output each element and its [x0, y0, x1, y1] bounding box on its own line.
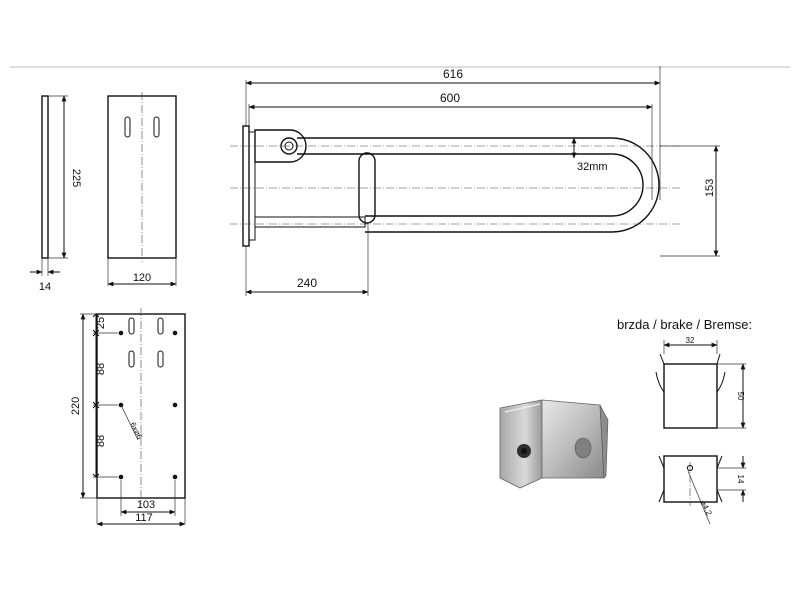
grip-position-label: 240: [297, 276, 317, 290]
mount-top-offset-label: 25: [95, 317, 107, 329]
mount-hole-spacing-lower-label: 88: [95, 435, 107, 447]
front-plate-view: 120: [107, 92, 177, 287]
mount-hole: [172, 474, 178, 480]
side-plate-view: 225 14: [30, 95, 82, 293]
bar-tube-outer: [297, 137, 660, 233]
mount-plate-view: 220 25 88 88 6x⌀6 103 117: [70, 308, 186, 527]
side-plate-thickness-label: 14: [39, 281, 51, 293]
mount-hole: [118, 330, 124, 336]
mount-slot: [157, 317, 164, 335]
brake-caption: brzda / brake / Bremse:: [617, 317, 752, 332]
bar-total-length-label: 616: [443, 67, 463, 81]
mount-hole-width-label: 103: [137, 499, 155, 511]
mount-hole: [172, 402, 178, 408]
brake-top-view: [663, 363, 718, 429]
mount-hole: [118, 474, 124, 480]
mount-slot: [128, 350, 135, 368]
brake-photo: [499, 399, 609, 489]
mount-slot: [157, 350, 164, 368]
front-plate-slot: [124, 116, 131, 138]
mount-hole: [172, 330, 178, 336]
mount-slot: [128, 317, 135, 335]
tube-diameter-label: 32mm: [577, 161, 608, 173]
mount-hole-spec-label: 6x⌀6: [128, 421, 144, 441]
hinge-block: [254, 129, 307, 163]
brake-section: brzda / brake / Bremse: 32 50 14 ⌀4,2: [617, 317, 752, 525]
mount-plate-height-label: 220: [70, 397, 82, 415]
side-plate-height-label: 225: [70, 169, 82, 187]
front-plate-slot: [153, 116, 160, 138]
mount-hole-spacing-upper-label: 88: [95, 363, 107, 375]
brake-depth-label: 14: [736, 475, 745, 484]
grab-bar-view: 616 600 32mm 153 240: [230, 66, 720, 296]
mount-plate-width-label: 117: [135, 512, 153, 524]
bar-tube-inner: [297, 153, 644, 217]
wall-plate-edge: [242, 125, 250, 247]
front-plate-width-label: 120: [133, 272, 151, 284]
brake-side-view: [663, 455, 718, 503]
bar-length-label: 600: [440, 91, 460, 105]
side-plate-outline: [41, 95, 49, 259]
brake-width-label: 32: [686, 336, 695, 345]
bar-height-label: 153: [704, 179, 716, 197]
brake-height-label: 50: [736, 392, 745, 401]
